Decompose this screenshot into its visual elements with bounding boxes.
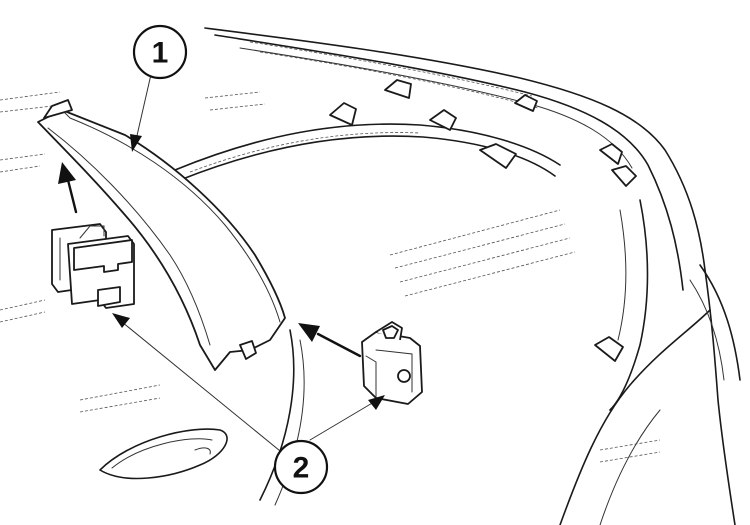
leader-2-right-head [368, 395, 385, 410]
leader-1 [135, 69, 153, 141]
movement-arrows [58, 162, 362, 358]
trim-rail [174, 79, 637, 362]
leader-2-right [309, 401, 375, 441]
car-body-outline [204, 27, 741, 525]
surface-hatching [0, 91, 661, 463]
pillar-trim-panel [37, 99, 286, 371]
clip-right [361, 321, 423, 405]
callout-2-label: 2 [293, 452, 310, 485]
arrow-clip-right-left-head [298, 323, 320, 342]
callout-1: 1 [132, 24, 188, 80]
arrow-clip-left-up [66, 178, 78, 214]
callout-1-label: 1 [152, 37, 169, 70]
arrow-clip-left-up-head [58, 162, 76, 184]
leader-2-left [121, 321, 286, 456]
clip-left [51, 223, 135, 309]
leader-1-head [130, 134, 142, 152]
arrow-clip-right-left [316, 332, 362, 358]
door-handle-recess [99, 428, 228, 480]
callout-2: 2 [273, 439, 329, 495]
leader-lines [112, 69, 385, 456]
door-edge-line [259, 329, 295, 501]
leader-2-left-head [112, 313, 130, 328]
